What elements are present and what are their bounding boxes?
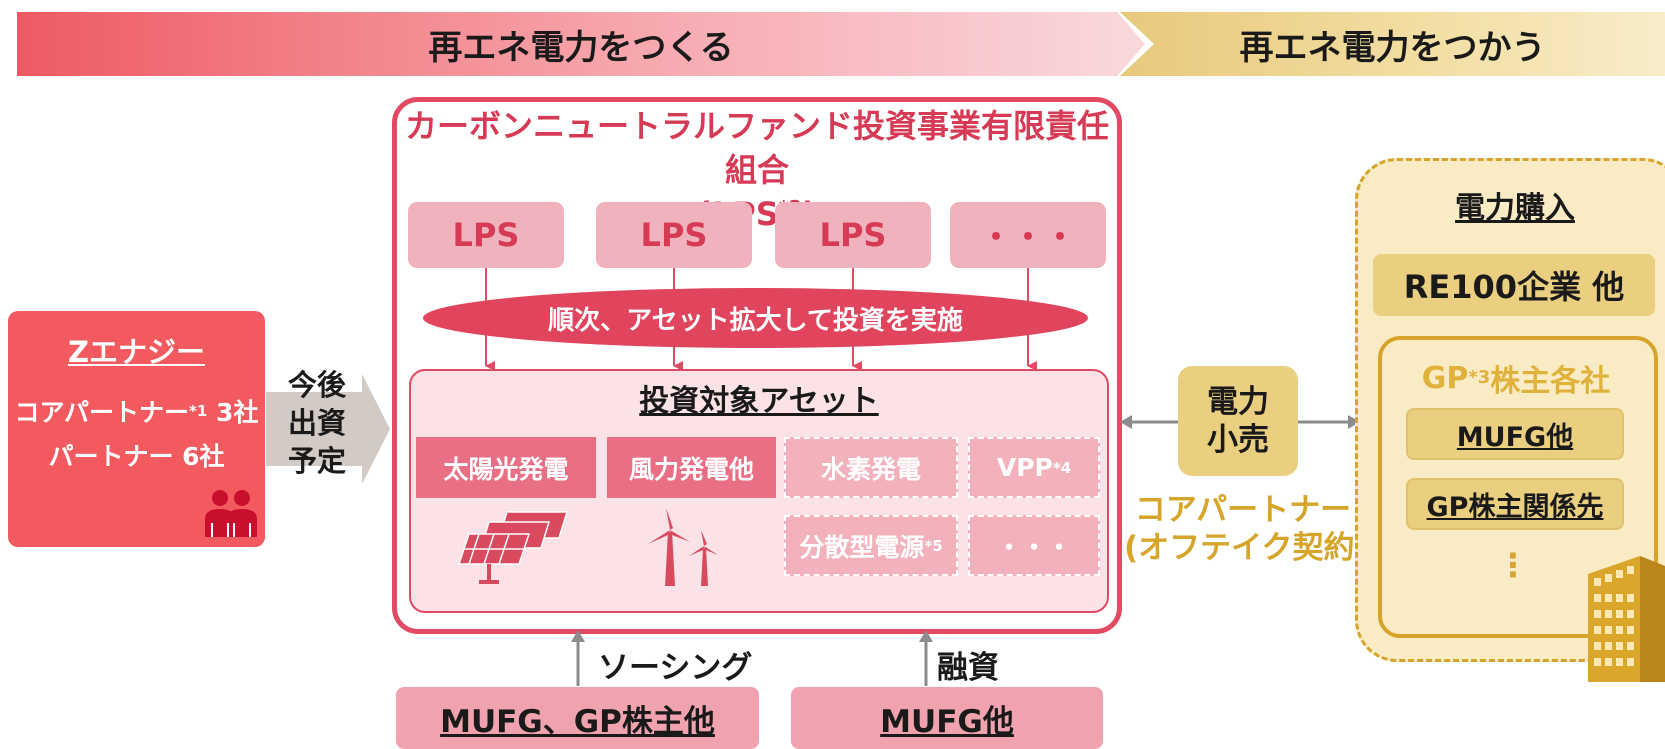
- expansion-label: 順次、アセット拡大して投資を実施: [548, 305, 963, 336]
- phase-banner-use: 再エネ電力をつかう: [1120, 12, 1665, 76]
- investment-label-line3: 予定: [287, 444, 346, 478]
- investment-label-line1: 今後: [287, 368, 346, 402]
- asset-distributed-label: 分散型電源: [799, 532, 925, 562]
- asset-title: 投資対象アセット: [639, 384, 879, 419]
- gp-more: ⋮: [1497, 546, 1529, 584]
- lps-pill-3: LPS: [775, 202, 931, 268]
- asset-hydrogen: 水素発電: [784, 437, 958, 498]
- sourcing-box-label: MUFG、GP株主他: [440, 703, 715, 740]
- asset-distributed: 分散型電源*5: [784, 515, 958, 576]
- finance-arrow: [919, 630, 933, 686]
- sourcing-label: ソーシング: [598, 650, 753, 686]
- phase-banner-make: 再エネ電力をつくる: [17, 12, 1145, 76]
- lps-title-name: カーボンニュートラルファンド投資事業有限責任組合: [404, 107, 1109, 189]
- office-building-icon: [1588, 556, 1665, 682]
- buyers-title: 電力購入: [1455, 191, 1575, 226]
- investment-arrow: [266, 374, 390, 484]
- finance-label: 融資: [937, 650, 999, 686]
- solar-panel-icon: [457, 511, 569, 584]
- wind-turbine-icon: [648, 508, 718, 586]
- phase-banner-make-label: 再エネ電力をつくる: [428, 27, 734, 68]
- z-energy-box: Zエナジー コアパートナー*1 3社 パートナー 6社: [8, 311, 265, 547]
- partner-line: パートナー 6社: [48, 442, 225, 471]
- asset-vpp-label: VPP: [996, 453, 1053, 482]
- gp-title-suffix: 株主各社: [1490, 364, 1611, 399]
- gp-item-affiliates: GP株主関係先: [1406, 478, 1624, 530]
- retail-box: 電力 小売: [1178, 366, 1298, 476]
- gp-item-mufg: MUFG他: [1406, 408, 1624, 460]
- core-partner-count: 3社: [216, 398, 259, 427]
- lps-title: カーボンニュートラルファンド投資事業有限責任組合 (LPS*2): [392, 104, 1122, 236]
- sourcing-box: MUFG、GP株主他: [396, 687, 759, 749]
- offtake-line2: (オフテイク契約): [1124, 530, 1369, 566]
- retail-line1: 電力: [1207, 384, 1269, 420]
- retail-line2: 小売: [1207, 422, 1269, 458]
- expansion-ellipse: 順次、アセット拡大して投資を実施: [423, 288, 1088, 348]
- lps-pill-more: ・・・: [950, 202, 1106, 268]
- core-partner-line: コアパートナー*1 3社: [8, 393, 265, 429]
- offtake-line1: コアパートナー: [1134, 492, 1352, 528]
- investment-label: 今後 出資 予定: [283, 366, 351, 480]
- retail-flow-arrows: [1120, 415, 1360, 429]
- re100-box: RE100企業 他: [1373, 254, 1655, 316]
- finance-box-label: MUFG他: [880, 703, 1014, 740]
- asset-vpp: VPP*4: [968, 437, 1100, 498]
- offtake-label: コアパートナー (オフテイク契約): [1124, 491, 1369, 567]
- gp-item-mufg-label: MUFG他: [1456, 421, 1574, 453]
- asset-wind: 風力発電他: [607, 437, 776, 498]
- phase-banner-use-label: 再エネ電力をつかう: [1239, 27, 1546, 68]
- gp-item-affiliates-label: GP株主関係先: [1426, 491, 1604, 523]
- gp-title-prefix: GP: [1421, 360, 1469, 396]
- investment-label-line2: 出資: [287, 406, 346, 440]
- z-energy-title: Zエナジー: [67, 335, 206, 369]
- asset-solar: 太陽光発電: [416, 437, 596, 498]
- lps-pill-1: LPS: [408, 202, 564, 268]
- finance-box: MUFG他: [791, 687, 1103, 749]
- core-partner-label: コアパートナー: [14, 398, 190, 427]
- sourcing-arrow: [571, 630, 585, 686]
- asset-more: ・・・: [968, 515, 1100, 576]
- people-icon: [205, 490, 257, 537]
- lps-pill-2: LPS: [596, 202, 752, 268]
